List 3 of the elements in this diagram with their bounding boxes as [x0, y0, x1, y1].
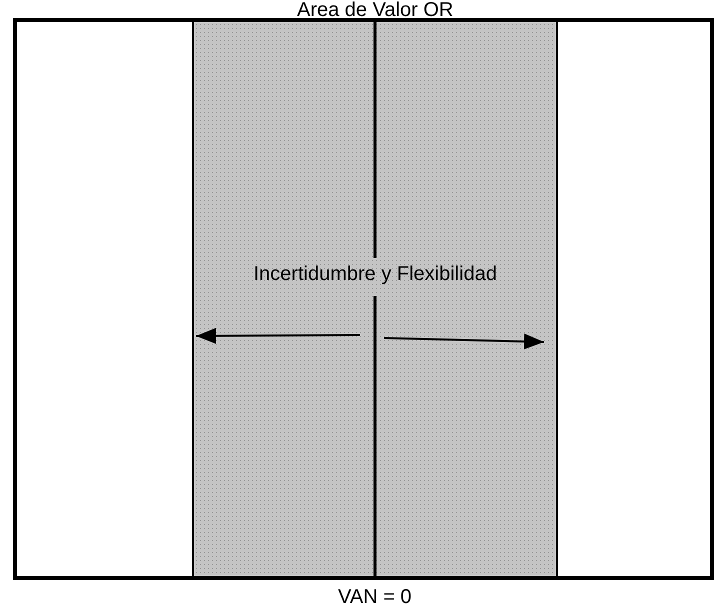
- band-heading: Area de Valor OR: [297, 0, 454, 21]
- band-label: Incertidumbre y Flexibilidad: [254, 263, 497, 285]
- axis-label: VAN = 0: [338, 586, 412, 608]
